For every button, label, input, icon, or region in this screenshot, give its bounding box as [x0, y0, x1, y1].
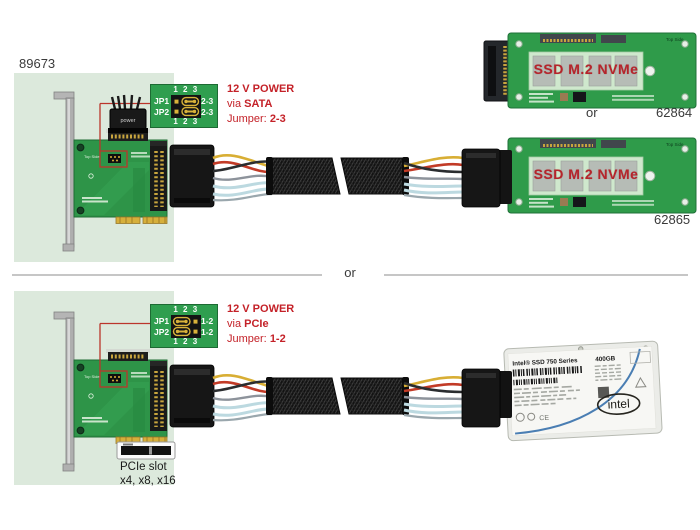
jp1-setting: 2-3	[201, 96, 214, 106]
power-plug-label: power	[121, 118, 136, 124]
jumper-pins-2-3-icon	[171, 95, 201, 118]
ul-mark-icon	[515, 412, 525, 422]
power-wires	[110, 94, 142, 110]
jp2-setting: 1-2	[201, 326, 214, 337]
ssd-m2-nvme-label-62864: SSD M.2 NVMe	[533, 61, 639, 77]
pin-numbers-bottom: 1 2 3	[173, 337, 199, 346]
warning-triangle-icon	[634, 376, 647, 388]
pcie-slot-caption-line1: PCIe slot	[120, 461, 167, 473]
note-line2: via SATA	[227, 98, 273, 110]
jp1-label: JP1	[154, 316, 170, 326]
jp2-label: JP2	[154, 106, 170, 117]
barcode	[512, 365, 584, 377]
pcie-slot-graphic	[116, 441, 176, 460]
label-blue-curve	[514, 348, 641, 435]
jumper-diagram-sata: 1 2 3 JP1 JP2 2-3 2-3 1 2 3	[150, 84, 218, 128]
jp2-label: JP2	[154, 326, 170, 337]
jp1-setting: 1-2	[201, 316, 214, 326]
intel-logo-text: intel	[607, 397, 630, 412]
cert-mark-icon	[527, 412, 536, 421]
ce-mark: CE	[539, 415, 549, 423]
qr-code	[597, 386, 610, 399]
plug-interface-top	[498, 150, 512, 204]
intel-ssd-graphic: Intel® SSD 750 Series 400GB	[503, 340, 663, 442]
note-line2: via PCIe	[227, 318, 269, 330]
ssd-m2-nvme-label-62865: SSD M.2 NVMe	[533, 166, 639, 182]
ssd-capacity: 400GB	[595, 355, 616, 363]
note-line3: Jumper: 2-3	[227, 113, 286, 125]
product-code-89673: 89673	[19, 56, 56, 71]
pcie-slot-caption-line2: x4, x8, x16	[120, 475, 176, 487]
pin-numbers-bottom: 1 2 3	[173, 117, 199, 126]
jp2-setting: 2-3	[201, 106, 214, 117]
power-note-sata: 12 V POWER via SATA Jumper: 2-3	[227, 82, 294, 127]
product-code-62865: 62865	[654, 212, 691, 227]
u2-cable-bottom	[168, 363, 502, 429]
product-code-62864: 62864	[656, 105, 693, 120]
or-label-divider: or	[344, 265, 356, 280]
spec-print	[594, 364, 624, 381]
pin-numbers-top: 1 2 3	[173, 305, 199, 314]
adapter-board-62864	[483, 31, 698, 110]
jp1-label: JP1	[154, 96, 170, 106]
fine-print	[513, 385, 580, 407]
u2-cable-top	[168, 143, 502, 209]
jumper-diagram-pcie: 1 2 3 JP1 JP2 1-2 1-2 1 2 3	[150, 304, 218, 348]
note-line1: 12 V POWER	[227, 303, 295, 315]
divider-line-left	[12, 274, 322, 276]
ssd-title: Intel® SSD 750 Series	[512, 356, 578, 367]
sata-power-plug: power	[108, 94, 148, 133]
note-line3: Jumper: 1-2	[227, 333, 286, 345]
or-label-adapters: or	[586, 105, 598, 120]
divider-line-right	[384, 274, 688, 276]
jumper-pins-1-2-icon	[171, 315, 201, 338]
power-note-pcie: 12 V POWER via PCIe Jumper: 1-2	[227, 302, 294, 347]
intel-logo-ellipse	[596, 393, 641, 415]
pin-numbers-top: 1 2 3	[173, 85, 199, 94]
note-line1: 12 V POWER	[227, 83, 295, 95]
